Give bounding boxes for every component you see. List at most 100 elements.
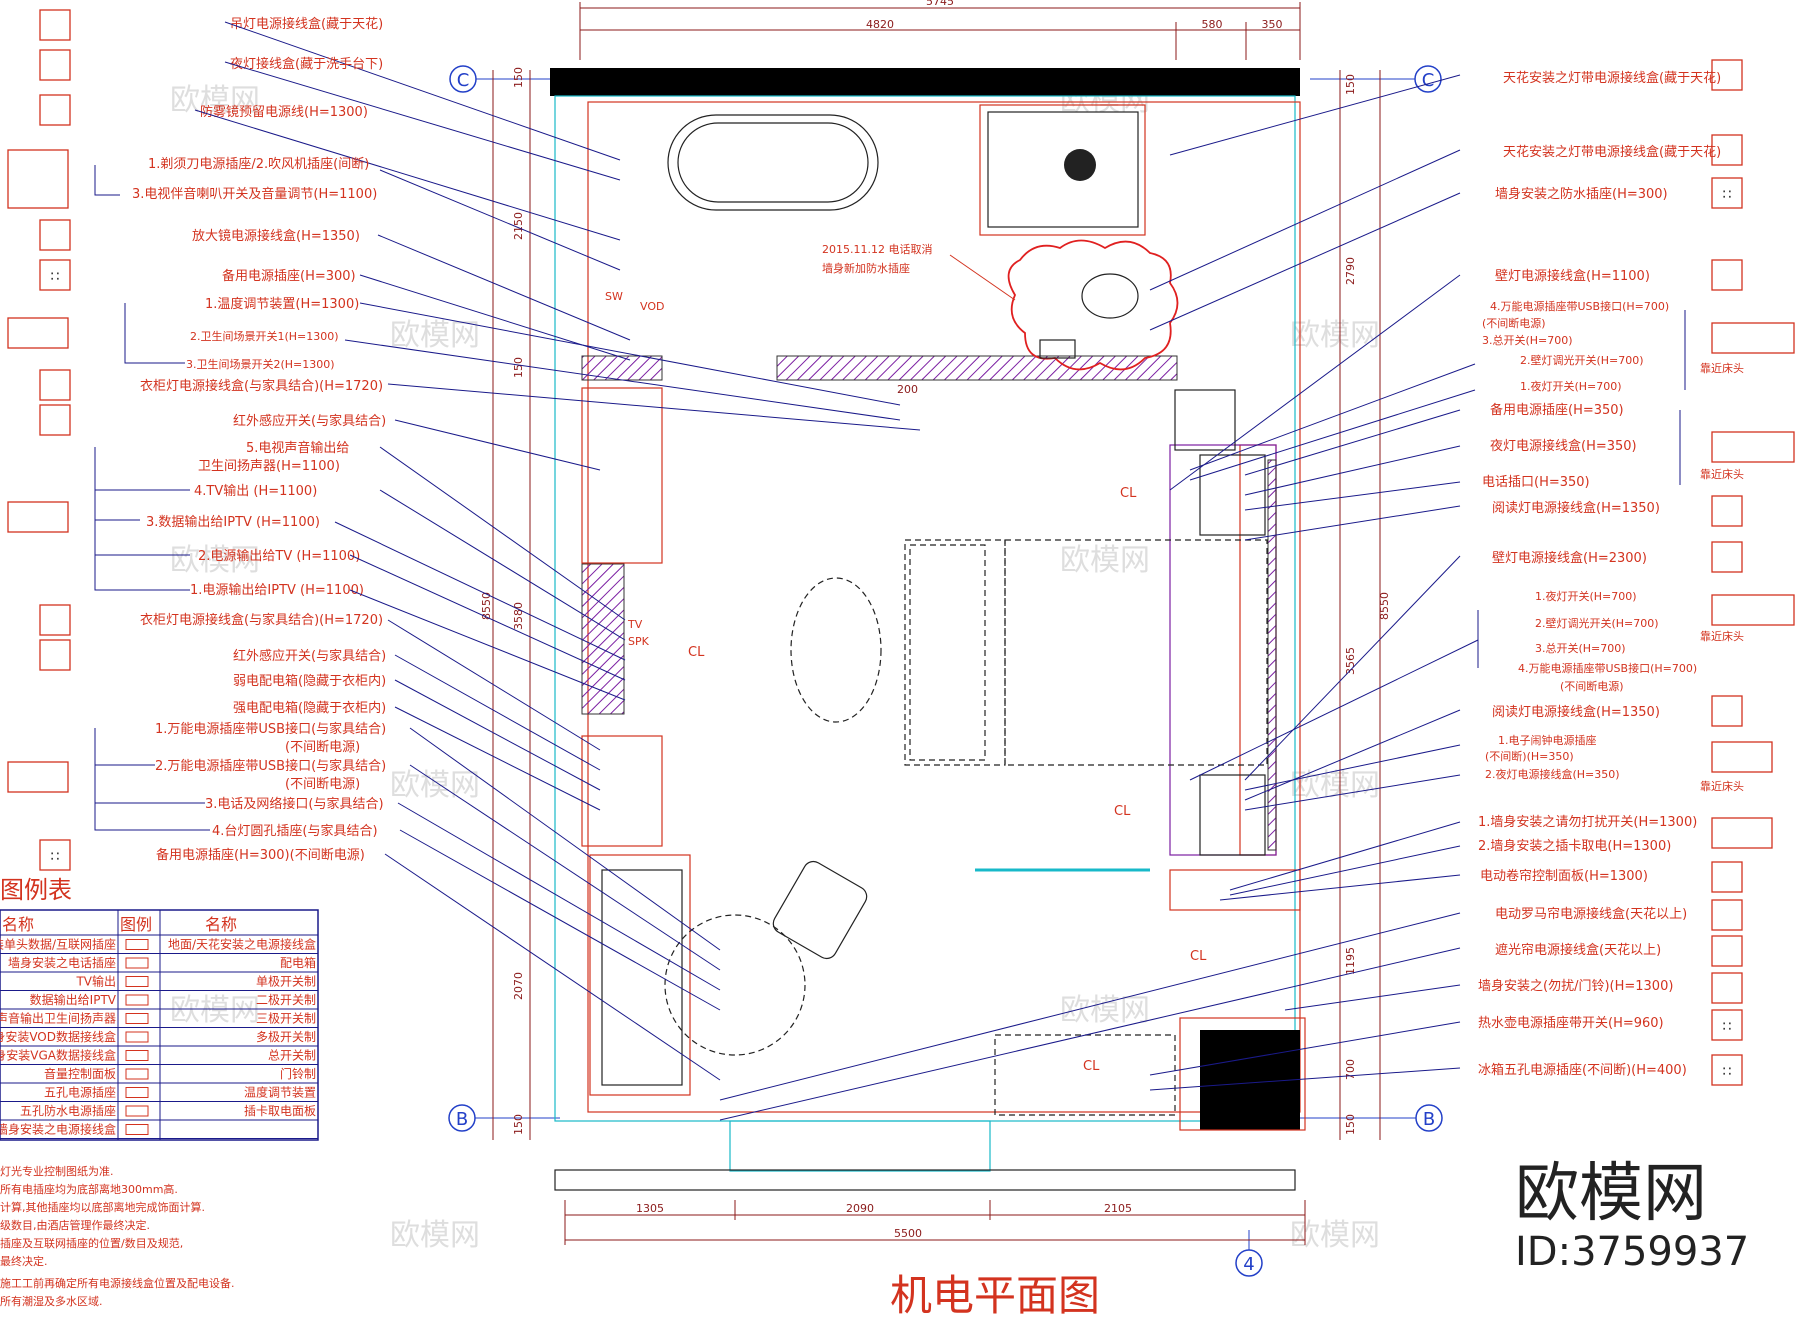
symbol-box	[1711, 259, 1743, 291]
tv-tag: TV	[627, 618, 643, 631]
socket-icon: ∷	[51, 849, 60, 865]
legend-header-name: 名称	[2, 915, 34, 934]
dim-top-a: 4820	[866, 18, 894, 31]
cl-tag: CL	[1190, 949, 1207, 964]
dim-right-3565: 3565	[1344, 647, 1357, 675]
left-dimensions: 150 2150 150 8550 3580 2070 150	[480, 67, 531, 1140]
watermark-text: 欧模网	[1060, 543, 1150, 578]
legend-row-symbol	[125, 957, 149, 969]
left-label: 衣柜灯电源接线盒(与家具结合)(H=1720)	[140, 378, 383, 394]
legend-row-name: 墙身安装之电话插座	[8, 955, 116, 970]
symbol-box	[1711, 695, 1743, 727]
dim-left-150c: 150	[512, 1114, 525, 1135]
legend-header-symbol: 图例	[120, 915, 152, 934]
right-label: 夜灯电源接线盒(H=350)	[1490, 438, 1637, 454]
note-line: 级数目,由酒店管理作最终决定.	[0, 1218, 150, 1232]
socket-icon: ∷	[51, 269, 60, 285]
left-label: 4.台灯圆孔插座(与家具结合)	[212, 823, 378, 839]
note-line: 施工工前再确定所有电源接线盒位置及配电设备.	[0, 1276, 235, 1290]
dim-top-total: 5745	[926, 0, 954, 8]
note-line: 所有电插座均为底部离地300mm高.	[0, 1182, 178, 1196]
grid-b-right: B	[1423, 1109, 1435, 1130]
drawing-title: 机电平面图	[890, 1271, 1100, 1320]
dim-right-150: 150	[1344, 74, 1357, 95]
cl-tag: CL	[688, 645, 705, 660]
right-label: 热水壶电源插座带开关(H=960)	[1478, 1016, 1664, 1031]
legend-row-symbol	[125, 994, 149, 1006]
left-label: 1.剃须刀电源插座/2.吹风机插座(间断)	[148, 157, 369, 172]
legend-row-name-2: 配电箱	[280, 955, 316, 970]
legend-table: 图例表 名称 图例 名称 墙身安装单头数据/互联网插座地面/天花安装之电源接线盒…	[0, 876, 319, 1141]
symbol-box	[39, 49, 71, 81]
building-walls	[550, 68, 1306, 1191]
socket-panel-symbol	[1711, 431, 1795, 463]
cl-tag: CL	[1120, 486, 1137, 501]
watermark-text: 欧模网	[1290, 1218, 1380, 1253]
symbol-box	[1711, 899, 1743, 931]
legend-row-name: 墙身安装VGA数据接线盒	[0, 1048, 116, 1063]
symbol-box	[1711, 495, 1743, 527]
right-label: 墙身安装之防水插座(H=300)	[1495, 186, 1668, 202]
revision-line-1: 2015.11.12 电话取消	[822, 242, 932, 256]
legend-row-name: 音量控制面板	[44, 1066, 116, 1081]
left-label: 卫生间扬声器(H=1100)	[198, 459, 340, 474]
socket-symbol	[1711, 177, 1743, 209]
right-label: 2.墙身安装之插卡取电(H=1300)	[1478, 838, 1671, 854]
doorbell-symbol	[1711, 972, 1743, 1004]
dim-top-b: 580	[1202, 18, 1223, 31]
left-label: 3.数据输出给IPTV (H=1100)	[146, 514, 320, 530]
watermark-text: 欧模网	[170, 993, 260, 1028]
socket-symbol	[1711, 1009, 1743, 1041]
legend-row-symbol	[125, 976, 149, 987]
left-label: 强电配电箱(隐藏于衣柜内)	[233, 700, 386, 716]
grid-c-right: C	[1422, 70, 1435, 91]
grid-4: 4	[1243, 1254, 1254, 1275]
left-label: 4.TV输出 (H=1100)	[194, 483, 317, 499]
left-label: 3.电话及网络接口(与家具结合)	[205, 796, 384, 812]
watermark-text: 欧模网	[1290, 318, 1380, 353]
revision-note: 2015.11.12 电话取消 墙身新加防水插座	[822, 242, 1016, 301]
left-annotations: 吊灯电源接线盒(藏于天花) 夜灯接线盒(藏于洗手台下) 防雾镜预留电源线(H=1…	[7, 9, 921, 1081]
dim-bottom-c: 2105	[1104, 1202, 1132, 1215]
legend-row-name: TV输出	[75, 974, 116, 989]
plan-tags: CL CL CL CL CL TV SPK VOD SW 200	[605, 290, 1207, 1074]
right-label: 壁灯电源接线盒(H=2300)	[1492, 550, 1647, 566]
right-label: 2.壁灯调光开关(H=700)	[1535, 616, 1659, 630]
sw-tag: SW	[605, 290, 623, 303]
dim-bottom-b: 2090	[846, 1202, 874, 1215]
legend-row-symbol	[125, 1124, 149, 1135]
cl-tag: CL	[1114, 804, 1131, 819]
legend-row-symbol	[125, 939, 149, 950]
left-label: 防雾镜预留电源线(H=1300)	[200, 104, 368, 120]
right-label: 3.总开关(H=700)	[1535, 641, 1626, 655]
right-label: (不间断电源)	[1482, 316, 1546, 330]
dim-left-150b: 150	[512, 357, 525, 378]
right-label: 2.夜灯电源接线盒(H=350)	[1485, 767, 1620, 781]
right-label: 阅读灯电源接线盒(H=1350)	[1492, 500, 1660, 516]
left-label: 吊灯电源接线盒(藏于天花)	[230, 16, 383, 32]
right-label: 3.总开关(H=700)	[1482, 333, 1573, 347]
right-label: (不间断电源)	[1560, 679, 1624, 693]
grid-marks: C C B B 4	[448, 65, 1443, 1277]
right-label: 4.万能电源插座带USB接口(H=700)	[1518, 661, 1697, 675]
right-label: 电动罗马帘电源接线盒(天花以上)	[1495, 906, 1687, 922]
symbol-box	[39, 219, 71, 251]
grid-c-left: C	[457, 70, 470, 91]
left-label: 衣柜灯电源接线盒(与家具结合)(H=1720)	[140, 612, 383, 628]
right-label: 4.万能电源插座带USB接口(H=700)	[1490, 299, 1669, 313]
kaojin-tag: 靠近床头	[1700, 779, 1744, 793]
symbol-box	[39, 404, 71, 436]
left-label: 备用电源插座(H=300)	[222, 268, 356, 284]
right-label: 遮光帘电源接线盒(天花以上)	[1495, 942, 1661, 958]
legend-row-symbol	[125, 1013, 149, 1024]
legend-row-symbol	[125, 1068, 149, 1080]
dim-right-700: 700	[1344, 1059, 1357, 1080]
dim-left-2070: 2070	[512, 972, 525, 1000]
dim-top-c: 350	[1262, 18, 1283, 31]
grid-b-left: B	[456, 1109, 468, 1130]
left-label: (不间断电源)	[285, 777, 360, 792]
brand-name: 欧模网	[1515, 1157, 1707, 1231]
revision-line-2: 墙身新加防水插座	[822, 261, 910, 275]
legend-row-name-2: 地面/天花安装之电源接线盒	[168, 937, 316, 952]
dim-bottom-a: 1305	[636, 1202, 664, 1215]
